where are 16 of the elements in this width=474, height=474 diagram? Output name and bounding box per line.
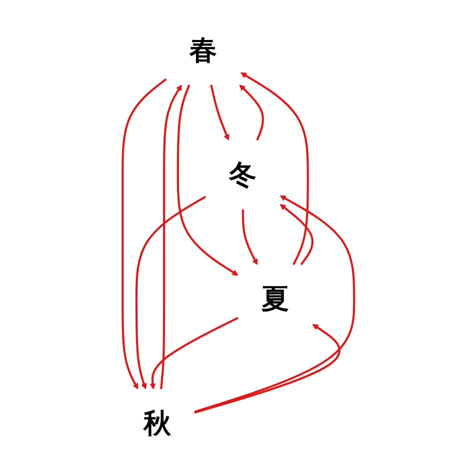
arrow bbox=[194, 195, 356, 413]
arrow bbox=[280, 204, 314, 266]
arrow bbox=[242, 209, 258, 265]
arrow bbox=[150, 316, 238, 390]
arrow bbox=[194, 324, 340, 414]
arrow bbox=[239, 84, 264, 141]
node-text: 夏 bbox=[262, 283, 290, 316]
node-text: 春 bbox=[190, 34, 218, 66]
arrow bbox=[122, 78, 167, 390]
arrow bbox=[210, 84, 230, 140]
arrow bbox=[135, 196, 206, 390]
arrow bbox=[160, 84, 182, 390]
arrow bbox=[176, 84, 238, 276]
arrow bbox=[240, 72, 309, 266]
node-text: 秋 bbox=[143, 408, 171, 440]
node-text: 冬 bbox=[229, 158, 257, 191]
